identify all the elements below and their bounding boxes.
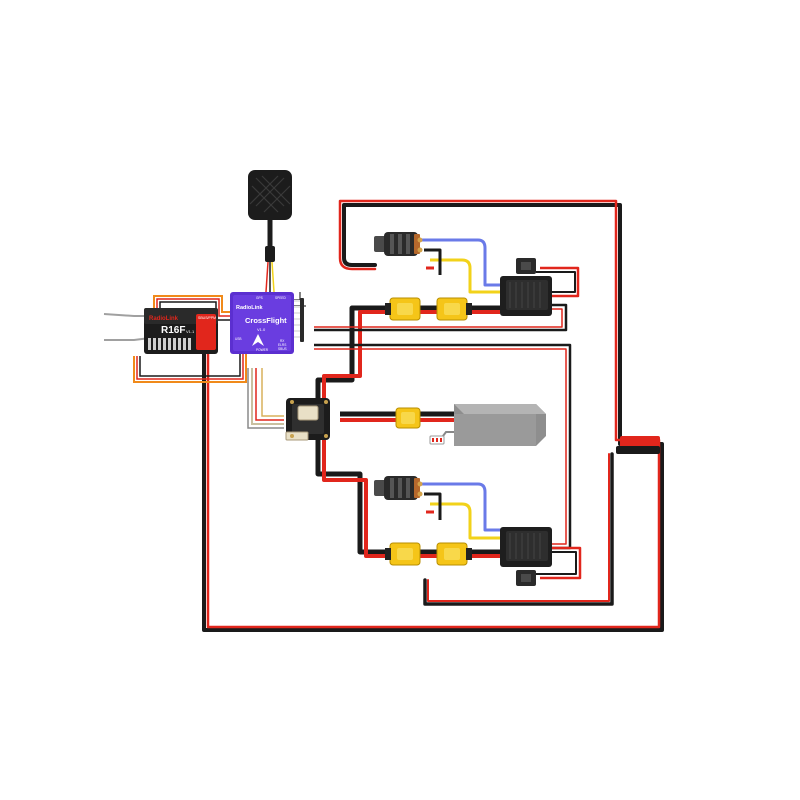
upper-xt60-connectors: [385, 297, 472, 321]
fc-port-gps: GPS: [256, 296, 263, 300]
fc-port-power: POWER: [256, 348, 269, 352]
fc-port-rx: RX: [280, 339, 285, 343]
battery-icon: [429, 404, 546, 446]
lower-power-group: [314, 343, 582, 580]
battery-xt60: [395, 407, 421, 429]
receiver-note: SBUS/PPM: [198, 316, 216, 320]
flight-controller: RadioLink CrossFlight V1.0 GPS SPEED USB…: [230, 292, 304, 354]
fc-logo-icon: [252, 334, 264, 346]
fc-port-sbus: SBUS: [278, 347, 287, 351]
fc-version: V1.0: [257, 327, 266, 332]
power-distribution-board: [247, 368, 330, 441]
receiver-brand: RadioLink: [149, 316, 179, 322]
fc-port-elrs: ELRS: [278, 343, 286, 347]
motor-icon: [374, 232, 423, 256]
esc-icon: [500, 527, 552, 567]
receiver: RadioLink R16F V1.1 SBUS/PPM: [144, 308, 218, 354]
switch-icon: [516, 570, 536, 586]
receiver-model: R16F: [161, 325, 185, 336]
lower-xt60-connectors: [385, 542, 472, 566]
fc-model: CrossFlight: [245, 316, 287, 325]
fc-port-usb: USB: [235, 337, 242, 341]
outer-black-wire: [202, 203, 664, 632]
lower-loop-red: [427, 453, 610, 602]
lower-loop-black: [423, 452, 614, 606]
right-joint: [620, 436, 660, 448]
antenna-module-icon: [248, 170, 292, 293]
esc-icon: [500, 276, 552, 316]
perimeter-wires: [202, 199, 664, 632]
switch-icon: [516, 258, 536, 274]
receiver-version: V1.1: [186, 329, 195, 334]
motor-icon: [374, 476, 423, 500]
fc-port-speed: SPEED: [275, 296, 287, 300]
upper-power-group: [314, 238, 580, 400]
fc-brand: RadioLink: [236, 305, 264, 311]
